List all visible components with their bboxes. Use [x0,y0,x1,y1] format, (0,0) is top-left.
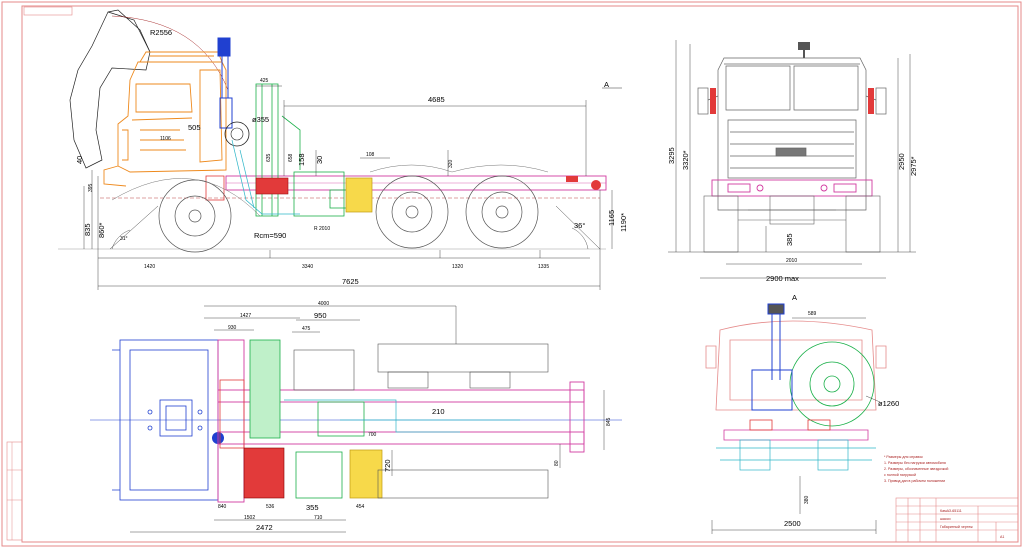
spare-wheel [789,341,875,427]
dim-860: 860* [97,222,106,238]
dim-1420: 1420 [144,264,155,270]
sheet-code: А1 [1000,535,1004,539]
dim-1165: 1165 [607,210,616,226]
dim-1335: 1335 [538,264,549,270]
dim-320: 320 [448,159,454,168]
title-row-3: Габаритный чертеж [940,525,973,529]
top-view: 4000 1427 950 930 475 210 700 845 80 720… [90,301,622,533]
dim-635: 635 [266,153,272,162]
dim-cab-tilt-radius: R2556 [150,28,172,37]
dim-30: 30 [315,156,324,164]
dim-overall-length: 7625 [342,277,359,286]
dim-80: 80 [554,460,560,466]
dim-505: 505 [188,123,201,132]
dim-720: 720 [383,459,392,472]
dim-835: 835 [83,223,92,236]
dim-950: 950 [314,311,327,320]
dim-1190: 1190* [619,213,628,232]
svg-text:3. Привод дан в рабочем положе: 3. Привод дан в рабочем положении [884,479,945,483]
drawing-notes: * Размеры для справок 1. Размеры без наг… [884,455,948,483]
dim-40: 40 [75,156,84,164]
front-cab [697,57,887,211]
dim-filter-dia: ø355 [252,115,269,124]
dim-158: 158 [297,153,306,166]
air-filter [224,121,250,147]
view-marker-a-rear: A [792,293,797,302]
dim-1106: 1106 [160,136,171,142]
dim-angle-front: 31° [120,236,128,242]
dim-4000: 4000 [318,301,329,307]
dim-1502: 1502 [244,515,255,521]
dim-track: 2500 [784,519,801,528]
dim-1427: 1427 [240,313,251,319]
dim-536: 536 [266,504,275,510]
dim-108: 108 [366,152,375,158]
dim-589: 589 [808,311,817,317]
air-intake [217,37,233,129]
cab [103,51,227,187]
dim-475: 475 [302,326,311,332]
dim-1320: 1320 [452,264,463,270]
dim-380: 380 [804,495,810,504]
rear-wheel-2 [465,175,539,249]
side-view: R2556 425 4685 ø355 505 1106 40 395 635 … [58,9,628,290]
dim-2010: 2010 [786,258,797,264]
title-block: КамАЗ-65111 шасси Габаритный чертеж А1 [895,497,1019,543]
title-row-1: КамАЗ-65111 [940,509,962,513]
cab-tilted-outline [69,11,151,169]
dim-2975: 2975* [909,156,918,176]
front-bumper [711,179,873,197]
view-marker-a: A [604,80,609,89]
dim-3320: 3320* [681,150,690,170]
dim-355: 355 [306,503,319,512]
svg-text:2. Размеры, обозначенные звезд: 2. Размеры, обозначенные звездочкой [884,467,948,471]
svg-text:1. Размеры без нагрузки автомо: 1. Размеры без нагрузки автомобиля [884,461,946,465]
front-view: 3295 3320* 2950 2975* 385 2010 2900 max [667,40,918,283]
dim-845: 845 [606,417,612,426]
dim-385: 385 [785,233,794,246]
fuel-tank [345,177,373,213]
dim-425: 425 [260,78,269,84]
dim-width-max: 2900 max [766,274,799,283]
dim-angle-rear: 36° [574,221,585,230]
front-wheel [158,179,232,253]
dim-210: 210 [432,407,445,416]
dim-overall-2472: 2472 [256,523,273,532]
dim-700: 700 [368,432,377,438]
dim-658: 658 [288,153,294,162]
dim-840: 840 [218,504,227,510]
dim-4685: 4685 [428,95,445,104]
rear-cab-outline [705,320,887,411]
dim-454: 454 [356,504,365,510]
dim-395: 395 [88,183,94,192]
rear-wheel-1 [375,175,449,249]
dim-710: 710 [314,515,323,521]
dim-2950: 2950 [897,153,906,170]
title-row-2: шасси [940,517,950,521]
dim-wheel-dia: ø1260 [878,399,899,408]
dim-3295: 3295 [667,147,676,164]
dim-radius-rcm: Rcm=590 [254,231,286,240]
svg-text:с полной нагрузкой: с полной нагрузкой [884,473,916,477]
svg-text:* Размеры для справок: * Размеры для справок [884,455,923,459]
top-green-components [249,339,365,499]
dim-930: 930 [228,325,237,331]
dim-3340: 3340 [302,264,313,270]
rear-view: A 589 ø1260 380 2500 * Размеры для справ… [705,293,948,534]
dim-radius-2010: R 2010 [314,226,330,232]
